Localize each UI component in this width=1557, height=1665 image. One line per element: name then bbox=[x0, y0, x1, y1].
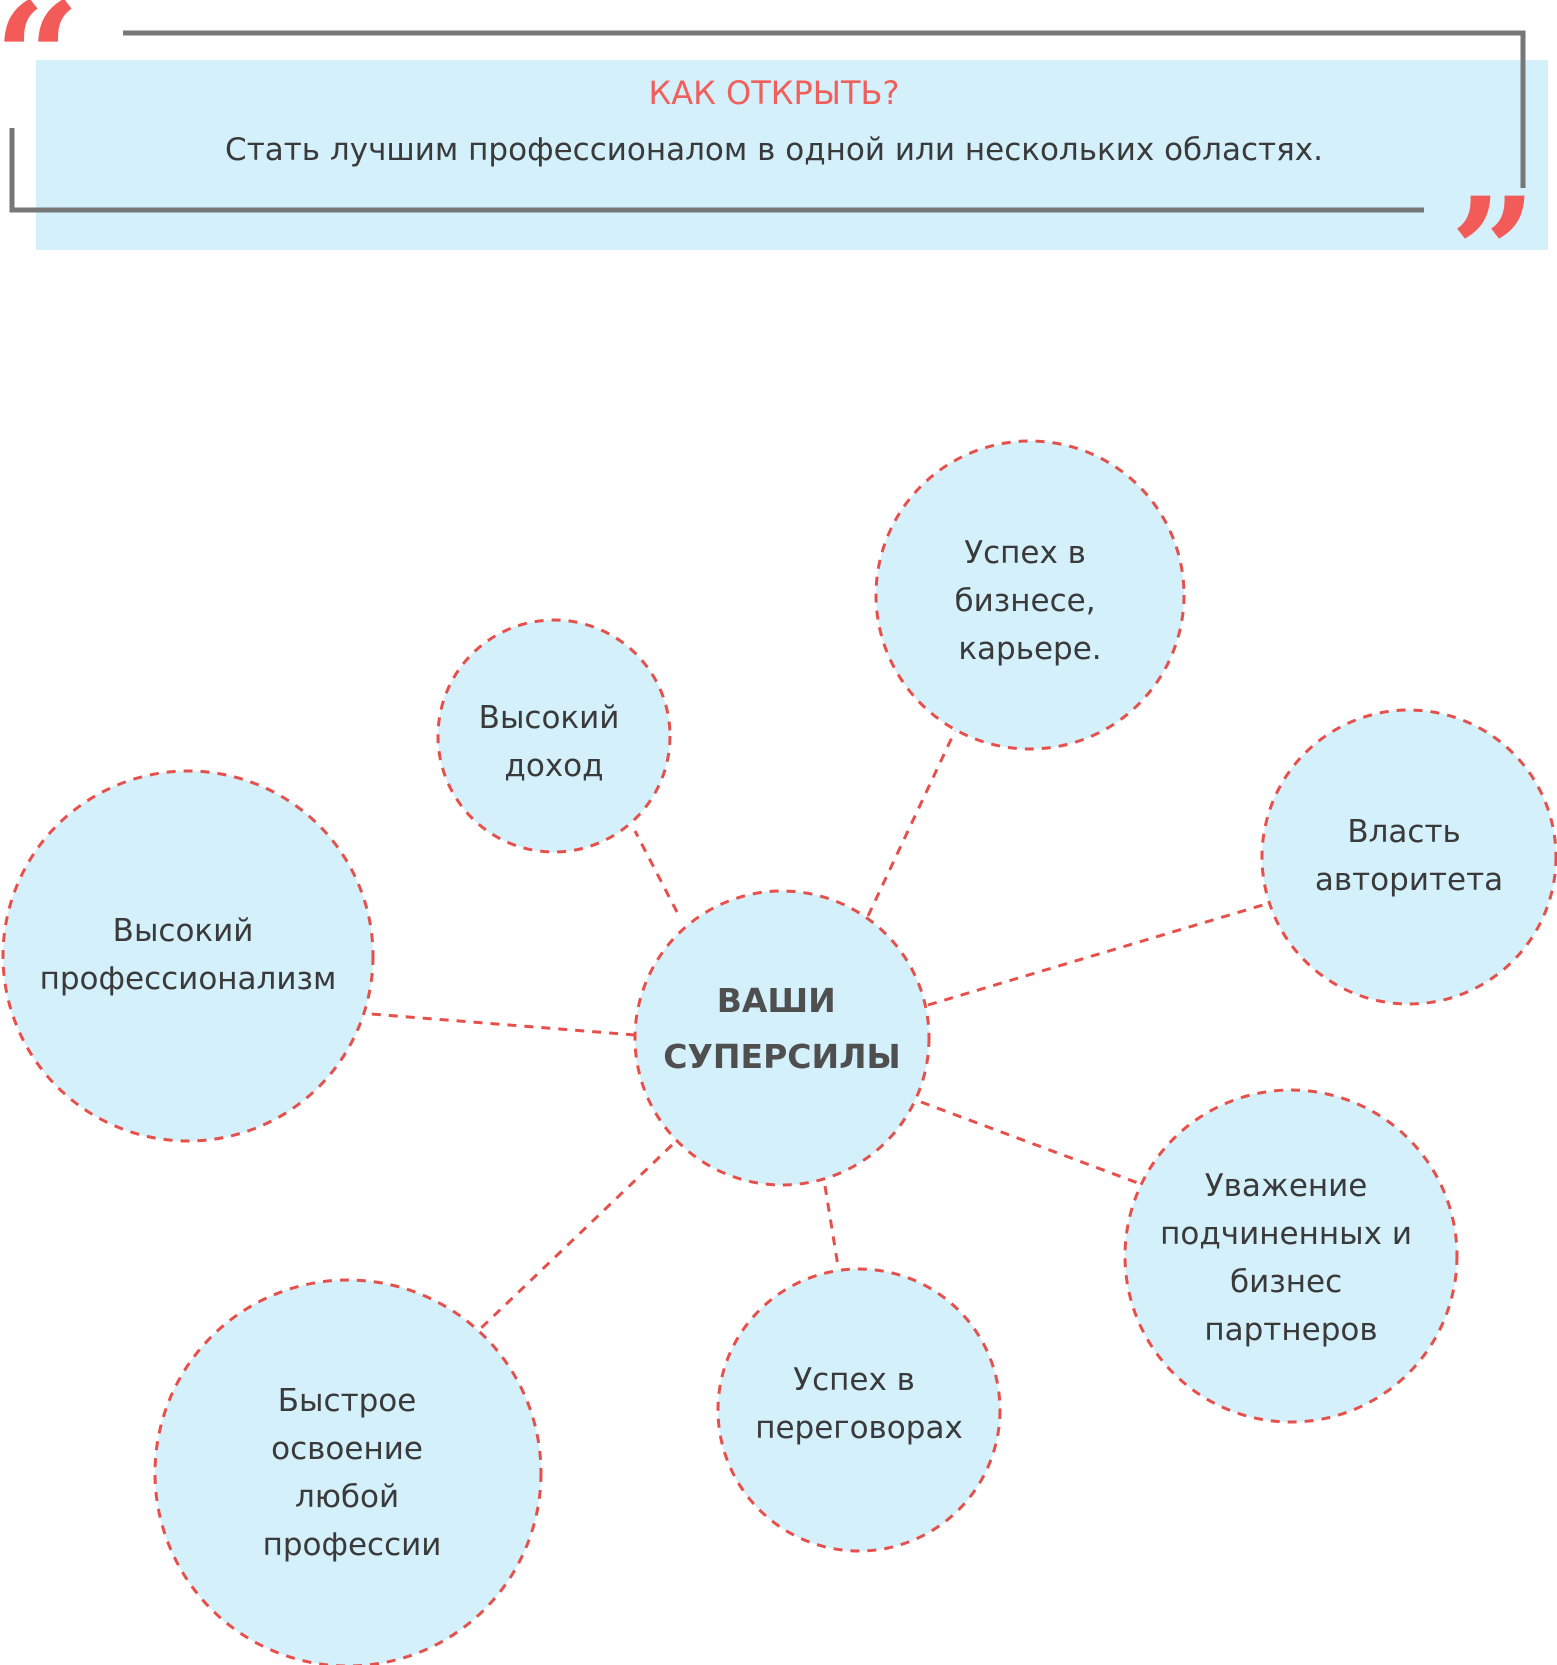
node-label-line: Власть bbox=[1347, 814, 1460, 850]
node-label-line: профессии bbox=[263, 1527, 442, 1563]
node-learning-label: Быстрое освоение любой профессии bbox=[263, 1383, 442, 1563]
node-label-line: Успех в bbox=[793, 1362, 915, 1398]
quote-heading: КАК ОТКРЫТЬ? bbox=[649, 74, 900, 112]
node-income-label: Высокий доход bbox=[479, 700, 630, 784]
node-professionalism-circle bbox=[1, 769, 375, 1143]
node-label-line: доход bbox=[504, 748, 603, 784]
node-income-circle bbox=[436, 618, 672, 854]
quote-open-icon: “ bbox=[0, 0, 80, 146]
node-label-line: Уважение bbox=[1205, 1168, 1368, 1204]
node-learning-circle bbox=[153, 1278, 543, 1665]
node-label-line: Высокий bbox=[479, 700, 620, 736]
node-label-line: Успех в bbox=[964, 535, 1086, 571]
node-respect: Уважение подчиненных и бизнес партнеров bbox=[1123, 1088, 1459, 1424]
node-label-line: любой bbox=[295, 1479, 399, 1515]
connector-respect bbox=[920, 1100, 1139, 1185]
node-business-circle bbox=[874, 439, 1186, 751]
connectors bbox=[370, 730, 1264, 1333]
connector-learning bbox=[476, 1143, 674, 1333]
node-negotiation-label: Успех в переговорах bbox=[755, 1362, 963, 1446]
node-negotiation: Успех в переговорах bbox=[716, 1267, 1002, 1553]
node-label-line: партнеров bbox=[1204, 1312, 1377, 1348]
center-circle bbox=[633, 889, 931, 1187]
node-label-line: переговорах bbox=[755, 1410, 963, 1446]
node-respect-circle bbox=[1123, 1088, 1459, 1424]
node-label-line: бизнес bbox=[1230, 1264, 1342, 1300]
node-professionalism: Высокий профессионализм bbox=[1, 769, 375, 1143]
node-business-label: Успех в бизнесе, карьере. bbox=[955, 535, 1106, 667]
center-label: ВАШИ СУПЕРСИЛЫ bbox=[663, 981, 900, 1076]
node-respect-label: Уважение подчиненных и бизнес партнеров bbox=[1160, 1168, 1422, 1348]
node-income: Высокий доход bbox=[436, 618, 672, 854]
node-authority: Власть авторитета bbox=[1260, 708, 1557, 1006]
connector-professionalism bbox=[370, 1012, 636, 1037]
node-business: Успех в бизнесе, карьере. bbox=[874, 439, 1186, 751]
quote-frame-bottom-left bbox=[9, 128, 1424, 213]
connector-authority bbox=[927, 903, 1264, 1007]
node-label-line: авторитета bbox=[1315, 862, 1503, 898]
connector-negotiation bbox=[823, 1185, 840, 1267]
node-label-line: освоение bbox=[271, 1431, 423, 1467]
node-authority-circle bbox=[1260, 708, 1557, 1006]
connector-income bbox=[633, 830, 679, 913]
node-label-line: карьере. bbox=[958, 631, 1101, 667]
node-label-line: Высокий bbox=[113, 913, 254, 949]
node-label-line: бизнесе, bbox=[955, 583, 1096, 619]
node-label-line: подчиненных и bbox=[1160, 1216, 1412, 1252]
center-node: ВАШИ СУПЕРСИЛЫ bbox=[633, 889, 931, 1187]
connector-business bbox=[866, 730, 957, 917]
node-label-line: профессионализм bbox=[40, 961, 337, 997]
quote-body: Стать лучшим профессионалом в одной или … bbox=[225, 132, 1323, 168]
center-label-line: СУПЕРСИЛЫ bbox=[663, 1037, 900, 1076]
quote-background bbox=[36, 60, 1548, 250]
node-authority-label: Власть авторитета bbox=[1315, 814, 1503, 898]
quote-close-icon: ” bbox=[1450, 165, 1536, 341]
quote-block: “ ” КАК ОТКРЫТЬ? Стать лучшим профессион… bbox=[0, 0, 1548, 341]
center-label-line: ВАШИ bbox=[717, 981, 836, 1020]
node-label-line: Быстрое bbox=[278, 1383, 417, 1419]
node-learning: Быстрое освоение любой профессии bbox=[153, 1278, 543, 1665]
node-negotiation-circle bbox=[716, 1267, 1002, 1553]
node-professionalism-label: Высокий профессионализм bbox=[40, 913, 337, 997]
quote-frame-top-right bbox=[123, 30, 1526, 188]
